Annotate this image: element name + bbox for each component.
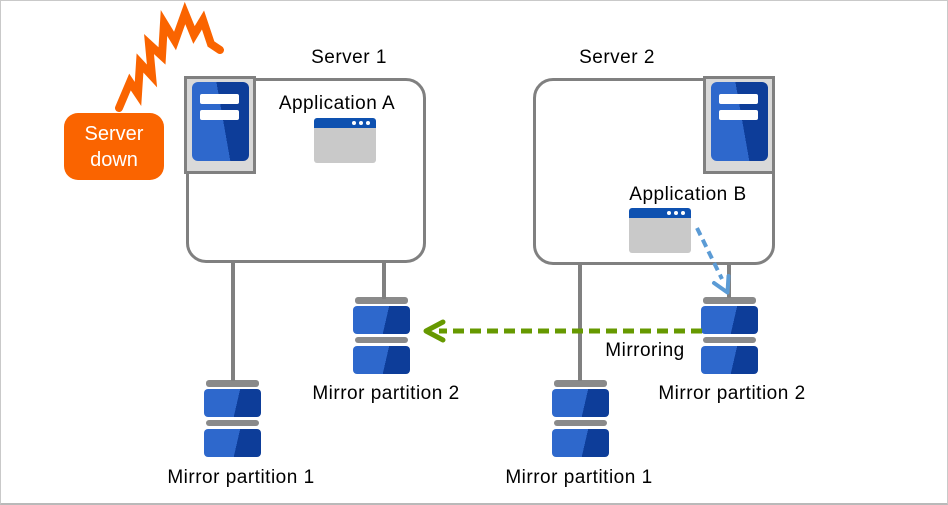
window-titlebar [314, 118, 376, 128]
tower-slot-icon [718, 110, 758, 120]
mirroring-label: Mirroring [605, 340, 685, 361]
server2-server-icon [703, 76, 775, 174]
server2-mirror-partition2-disk-icon [701, 297, 758, 374]
server2-mirror-partition1-disk-icon [552, 380, 609, 457]
server1-server-icon [184, 76, 256, 174]
server-tower-icon [191, 82, 249, 161]
server1-mirror-partition2-label: Mirror partition 2 [312, 383, 460, 404]
window-body [629, 218, 691, 253]
server2-mirror-partition2-label: Mirror partition 2 [658, 383, 806, 404]
server-down-line1: Server [84, 122, 144, 145]
server-down-line2: down [90, 148, 138, 171]
window-body [314, 128, 376, 163]
server2-label: Server 2 [579, 47, 655, 68]
server1-mirror-partition1-label: Mirror partition 1 [167, 467, 315, 488]
application-a-window-icon [314, 118, 376, 163]
server-down-badge: Server down [64, 113, 164, 180]
server1-label: Server 1 [311, 47, 387, 68]
tower-slot-icon [718, 94, 758, 104]
window-dots-icon [667, 211, 685, 215]
server2-mirror-partition1-label: Mirror partition 1 [505, 467, 653, 488]
server1-mirror-partition2-disk-icon [353, 297, 410, 374]
application-b-label: Application B [629, 184, 747, 205]
server1-mirror-partition1-disk-icon [204, 380, 261, 457]
window-titlebar [629, 208, 691, 218]
mirroring-arrowhead-icon [423, 319, 446, 343]
tower-slot-icon [199, 94, 239, 104]
application-a-label: Application A [278, 93, 396, 114]
window-dots-icon [352, 121, 370, 125]
app-write-arrowhead-icon [712, 274, 731, 295]
server-tower-icon [710, 82, 768, 161]
tower-slot-icon [199, 110, 239, 120]
application-b-window-icon [629, 208, 691, 253]
